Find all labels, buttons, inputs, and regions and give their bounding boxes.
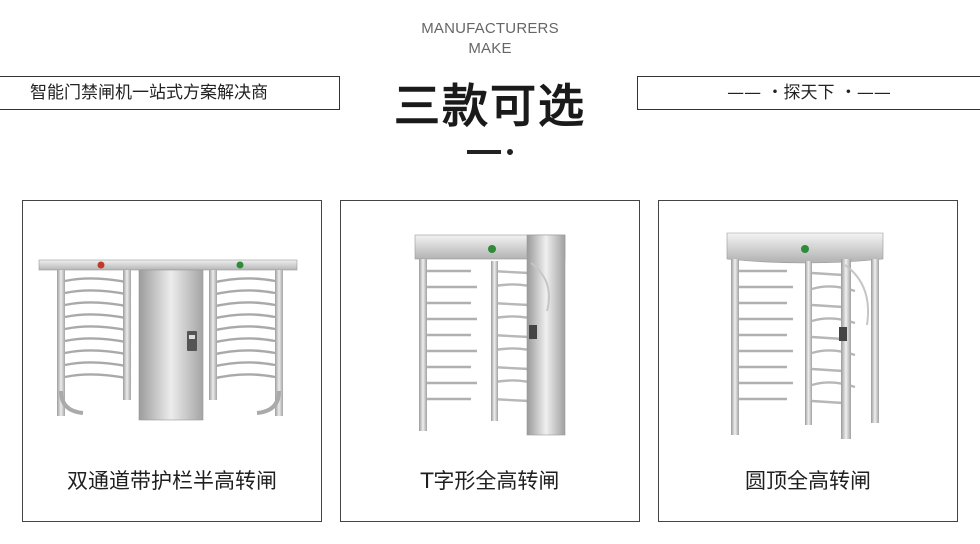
product-caption: T字形全高转闸	[420, 469, 560, 493]
slogan-right-box: —— ・探天下 ・——	[637, 76, 980, 110]
page-title: 三款可选	[394, 79, 586, 133]
product-caption: 圆顶全高转闸	[745, 469, 871, 493]
slogan-right-text: —— ・探天下 ・——	[727, 83, 891, 103]
t-shape-turnstile-image	[414, 234, 566, 436]
divider-bar	[467, 150, 501, 154]
product-card-dual-channel[interactable]: 双通道带护栏半高转闸	[22, 200, 322, 522]
product-caption: 双通道带护栏半高转闸	[67, 469, 277, 493]
dome-turnstile-image	[726, 232, 884, 439]
en-line-1: MANUFACTURERS	[421, 20, 559, 37]
product-card-dome[interactable]: 圆顶全高转闸	[658, 200, 958, 522]
divider-dot	[507, 149, 513, 155]
manufacturers-make-tag: MANUFACTURERS MAKE	[0, 19, 980, 59]
title-divider	[467, 148, 517, 156]
en-line-2: MAKE	[468, 40, 512, 57]
product-card-t-shape[interactable]: T字形全高转闸	[340, 200, 640, 522]
slogan-left-text: 智能门禁闸机一站式方案解决商	[30, 83, 268, 103]
dual-channel-turnstile-image	[38, 259, 298, 421]
slogan-left-box: 智能门禁闸机一站式方案解决商	[0, 76, 340, 110]
